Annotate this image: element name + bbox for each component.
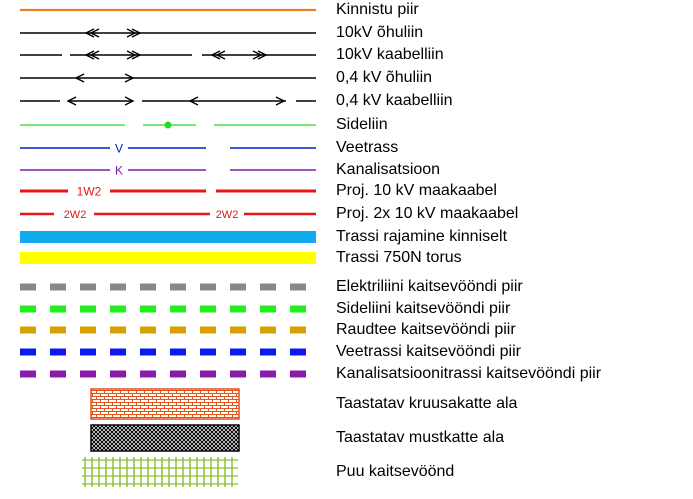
legend-symbol-3-arrow-left-icon [215,50,226,60]
legend-label-2: 10kV õhuliin [336,24,424,41]
legend-symbol-4-arrow-left-icon [74,73,85,83]
legend-symbol-2-arrow-left-icon [84,28,95,38]
legend-label-16: Veetrassi kaitsevööndi piir [336,343,521,360]
legend-symbol-19-hatch-area [90,424,240,452]
legend-symbol-5-arrow-right-icon [275,96,286,106]
legend-label-1: Kinnistu piir [336,1,419,18]
legend-symbol-3-arrow-right-icon [131,50,142,60]
legend-label-15: Raudtee kaitsevööndi piir [336,321,516,338]
legend-symbol-5-arrow-left-icon [188,96,199,106]
legend-label-8: Kanalisatsioon [336,161,441,178]
legend-symbol-18-hatch-area [90,388,240,420]
legend-symbol-3-arrow-left-icon [210,50,221,60]
legend-symbol-8-marker-label: K [115,163,123,177]
legend-label-12: Trassi 750N torus [336,249,462,266]
legend-symbol-10-marker-label: 2W2 [216,209,239,221]
legend-label-17: Kanalisatsioonitrassi kaitsevööndi piir [336,365,602,382]
legend-label-20: Puu kaitsevöönd [336,463,455,480]
legend-symbol-3-arrow-right-icon [126,50,137,60]
legend-label-3: 10kV kaabelliin [336,46,444,63]
legend-label-14: Sideliini kaitsevööndi piir [336,300,511,317]
legend-symbol-12-band [20,252,316,264]
legend-symbol-5-arrow-left-icon [66,96,77,106]
legend-symbol-3-arrow-left-icon [89,50,100,60]
legend-label-18: Taastatav kruusakatte ala [336,395,518,412]
legend-symbol-3-arrow-right-icon [252,50,263,60]
legend-symbol-2-arrow-right-icon [131,28,142,38]
legend-label-7: Veetrass [336,139,399,156]
legend-symbol-3-arrow-left-icon [84,50,95,60]
legend-label-4: 0,4 kV õhuliin [336,69,433,86]
legend-symbol-6-dot-icon [164,121,172,129]
legend-label-6: Sideliin [336,116,388,133]
legend-label-11: Trassi rajamine kinniselt [336,228,508,245]
legend-label-5: 0,4 kV kaabelliin [336,92,453,109]
legend-label-19: Taastatav mustkatte ala [336,429,505,446]
legend-symbol-11-band [20,231,316,243]
legend-symbol-5-arrow-right-icon [124,96,135,106]
legend-symbol-3-arrow-right-icon [257,50,268,60]
legend-symbol-4-arrow-right-icon [124,73,135,83]
legend-symbol-2-arrow-left-icon [89,28,100,38]
legend-symbol-2-arrow-right-icon [126,28,137,38]
legend-symbol-7-marker-label: V [115,141,123,155]
legend-label-13: Elektriliini kaitsevööndi piir [336,278,523,295]
legend-label-9: Proj. 10 kV maakaabel [336,182,497,199]
legend-symbol-9-marker-label: 1W2 [77,184,102,198]
legend-label-10: Proj. 2x 10 kV maakaabel [336,205,519,222]
legend-symbol-20-hatch-area [82,457,238,487]
legend-symbol-10-marker-label: 2W2 [64,209,87,221]
